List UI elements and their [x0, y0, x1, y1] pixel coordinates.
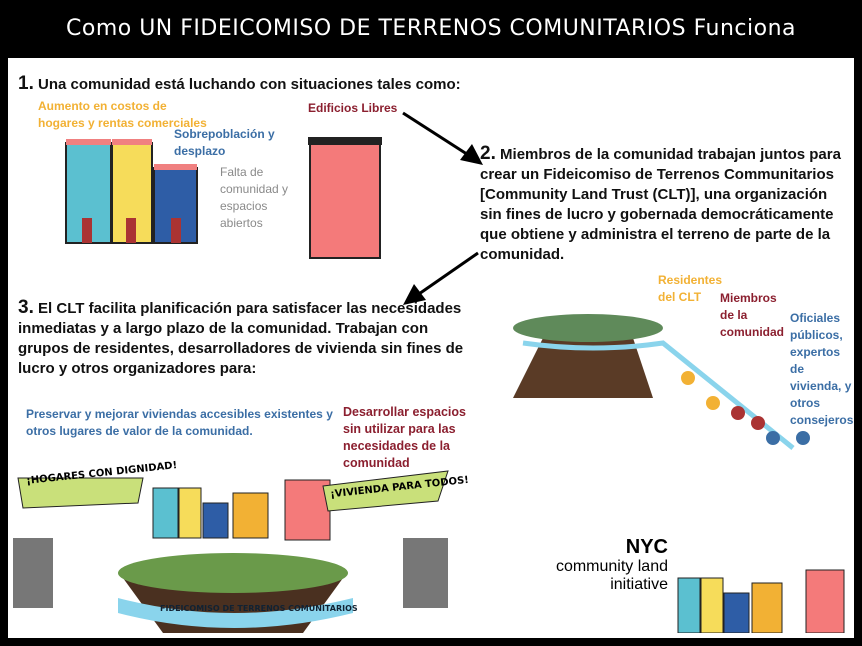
logo-line3: initiative — [610, 576, 668, 593]
arrow-to-step2-icon — [402, 111, 483, 165]
label-lack-community: Falta de comunidad y espacios abiertos — [220, 165, 289, 230]
step1-heading: 1. Una comunidad está luchando con situa… — [18, 73, 461, 94]
step2-heading: 2. Miembros de la comunidad trabajan jun… — [480, 143, 841, 264]
label-rising-costs: Aumento en costos de hogares y rentas co… — [38, 99, 207, 130]
clt-land-illustration — [13, 470, 449, 633]
label-clt-residents: Residentes del CLT — [658, 273, 723, 304]
logo-line1: NYC — [625, 536, 668, 558]
label-community-members: Miembros de la comunidad — [720, 291, 785, 339]
nyc-cli-logo: NYC community land initiative — [528, 536, 668, 594]
label-officials: Oficiales públicos, expertos de vivienda… — [790, 311, 854, 427]
page-title: Como UN FIDEICOMISO DE TERRENOS COMUNITA… — [66, 16, 796, 41]
infographic-panel: 1. Una comunidad está luchando con situa… — [8, 58, 854, 638]
label-develop: Desarrollar espacios sin utilizar para l… — [343, 405, 466, 470]
logo-buildings-icon — [677, 569, 845, 633]
ribbon-text: FIDEICOMISO DE TERRENOS COMUNITARIOS — [160, 604, 358, 613]
buildings-illustration — [65, 137, 382, 259]
label-vacant-buildings: Edificios Libres — [308, 101, 398, 115]
logo-line2: community land — [555, 558, 668, 575]
arrow-to-step3-icon — [403, 251, 479, 305]
land-pulling-illustration — [513, 314, 810, 450]
step3-heading: 3. El CLT facilita planificación para sa… — [18, 297, 464, 378]
label-preserve: Preservar y mejorar viviendas accesibles… — [26, 407, 333, 438]
label-overpopulation: Sobrepoblación y desplazo — [174, 127, 275, 158]
